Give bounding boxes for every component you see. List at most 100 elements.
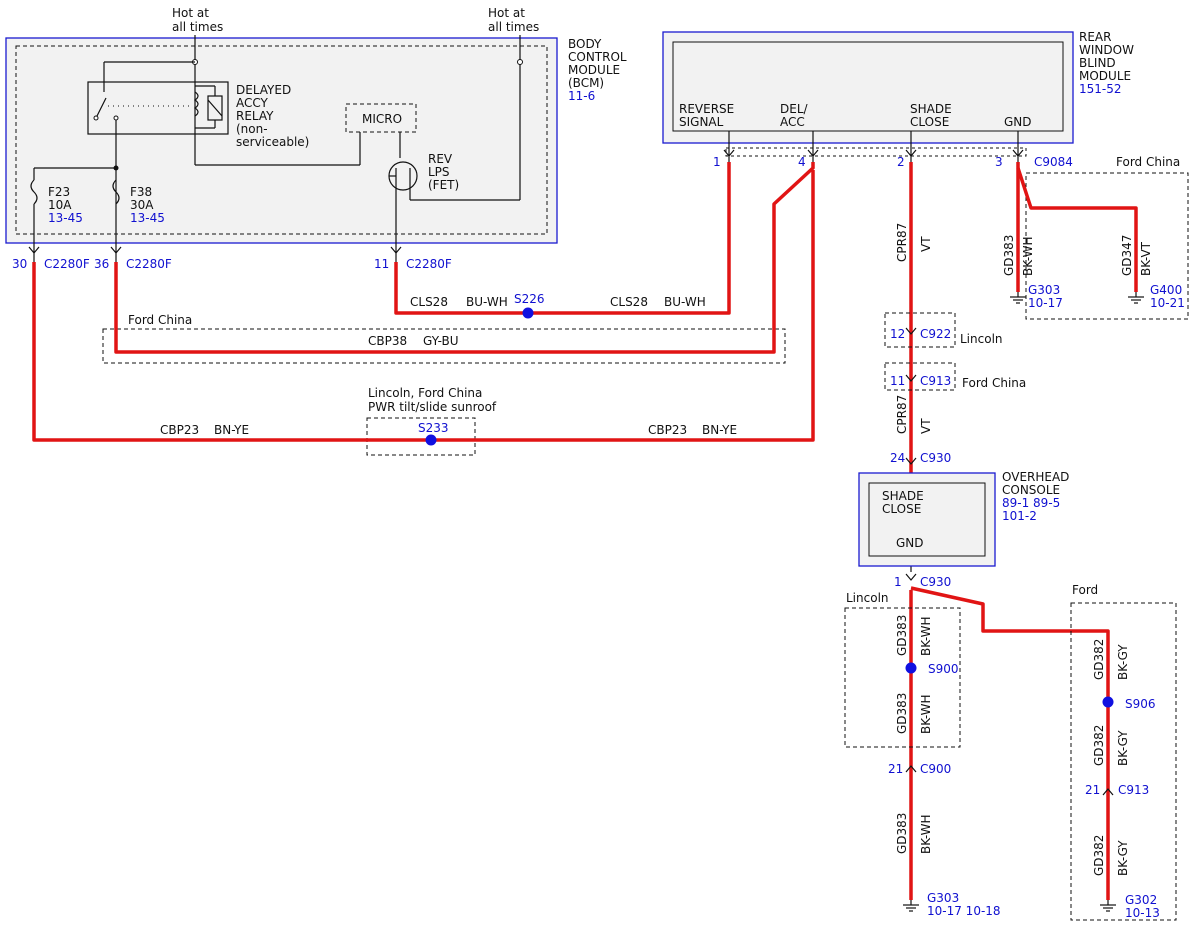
wire-cls28-circuit: CLS28: [610, 295, 648, 309]
rwb-ref: 151-52: [1079, 82, 1122, 96]
relay-label-line: DELAYED: [236, 83, 291, 97]
bcm-ref: 11-6: [568, 89, 595, 103]
wire-cpr87-circuit: CPR87: [895, 223, 909, 262]
ground-g303-bottom-ref: 10-17 10-18: [927, 904, 1001, 918]
rwb-pin-label: GND: [1004, 115, 1032, 129]
ground-symbol-g303-bottom: [903, 900, 919, 912]
rwb-pin-number: 3: [995, 155, 1003, 169]
bcm-pin-36: 36: [94, 257, 109, 271]
rwb-name-line: BLIND: [1079, 56, 1116, 70]
rwb-pin-label: SIGNAL: [679, 115, 724, 129]
c913-pin: 11: [890, 374, 905, 388]
lincoln-lower-option-box: [844, 607, 961, 748]
fuse2-name: F38: [130, 185, 152, 199]
wire-gd383-color: BK-WH: [919, 694, 933, 734]
ground-symbol-g303-top: [1010, 292, 1026, 304]
rwb-pin-label: ACC: [780, 115, 805, 129]
wire-gd383-color: BK-WH: [919, 814, 933, 854]
lps-label-line: REV: [428, 152, 453, 166]
ford-option-label: Ford: [1072, 583, 1098, 597]
fuse2-rating: 30A: [130, 198, 154, 212]
c913-lower-name: C913: [1118, 783, 1149, 797]
rear-window-blind-module: [662, 31, 1074, 162]
wire-gd383-circuit: GD383: [895, 693, 909, 734]
c930-top-mark: [905, 457, 917, 465]
ground-g303-name: G303: [1028, 283, 1060, 297]
wire-gd382-circuit: GD382: [1092, 639, 1106, 680]
supply-all-times-label-1: all times: [172, 20, 223, 34]
sunroof-option-label-1: Lincoln, Ford China: [368, 386, 482, 400]
bcm-name-line: BODY: [568, 37, 602, 51]
relay-label-line: RELAY: [236, 109, 274, 123]
wire-gd382-color: BK-GY: [1116, 644, 1130, 680]
rwb-pin-number: 2: [897, 155, 905, 169]
ground-g302-ref: 10-13: [1125, 906, 1160, 920]
wire-cls28-circuit: CLS28: [410, 295, 448, 309]
c922-pin: 12: [890, 327, 905, 341]
lps-label-line: LPS: [428, 165, 450, 179]
wire-gd383-color: BK-WH: [919, 616, 933, 656]
c913-lower-mark: [1102, 788, 1114, 796]
wire-cbp23-color: BN-YE: [702, 423, 737, 437]
c930-top-name: C930: [920, 451, 951, 465]
wires: [32, 162, 1138, 900]
supply-all-times-label-2: all times: [488, 20, 539, 34]
fuse1-name: F23: [48, 185, 70, 199]
c930-bottom-mark: [905, 573, 917, 581]
bcm-connector-c2280f: C2280F: [406, 257, 452, 271]
overhead-shade-label: SHADE: [882, 489, 924, 503]
overhead-ref: 101-2: [1002, 509, 1037, 523]
c922-name: C922: [920, 327, 951, 341]
wire-gd382-color: BK-GY: [1116, 840, 1130, 876]
wire-gd347-color: BK-VT: [1139, 241, 1153, 276]
bcm-module: Hot at all times Hot at all times BODY C…: [5, 6, 627, 244]
ground-symbol-g400: [1128, 292, 1144, 304]
splice-s900: [905, 662, 917, 674]
c913-name: C913: [920, 374, 951, 388]
rwb-pin-number: 1: [713, 155, 721, 169]
c930-bottom-pin: 1: [894, 575, 902, 589]
ground-g303-bottom-name: G303: [927, 891, 959, 905]
splice-s233-label: S233: [418, 421, 449, 435]
wire-cls28-color: BU-WH: [664, 295, 706, 309]
wire-cbp23-circuit: CBP23: [648, 423, 687, 437]
sunroof-option-label-2: PWR tilt/slide sunroof: [368, 400, 497, 414]
c900-mark: [905, 765, 917, 773]
wire-cpr87-circuit: CPR87: [895, 395, 909, 434]
c913-mark: [905, 374, 917, 382]
relay-label-line: serviceable): [236, 135, 309, 149]
wire-cbp38-color: GY-BU: [423, 334, 459, 348]
wire-gd382-color: BK-GY: [1116, 730, 1130, 766]
lincoln-lower-label: Lincoln: [846, 591, 889, 605]
wire-cbp23-circuit: CBP23: [160, 423, 199, 437]
overhead-console-module: [858, 472, 996, 567]
lincoln-option-box: [884, 312, 956, 348]
wire-cls28-color: BU-WH: [466, 295, 508, 309]
wire-cbp23-color: BN-YE: [214, 423, 249, 437]
c900-pin: 21: [888, 762, 903, 776]
overhead-gnd-label: GND: [896, 536, 924, 550]
bcm-name-line: MODULE: [568, 63, 620, 77]
rwb-name-line: WINDOW: [1079, 43, 1134, 57]
sunroof-option-box: [366, 417, 476, 456]
wire-gd382-circuit: GD382: [1092, 725, 1106, 766]
bcm-name-line: (BCM): [568, 76, 604, 90]
rwb-pin-label: CLOSE: [910, 115, 949, 129]
lps-label-line: (FET): [428, 178, 459, 192]
c922-mark: [905, 327, 917, 335]
bcm-connector-c2280f: C2280F: [126, 257, 172, 271]
ford-china-label-right: Ford China: [1116, 155, 1180, 169]
relay-label-line: (non-: [236, 122, 268, 136]
splice-s226-label: S226: [514, 292, 545, 306]
rwb-pin-label: SHADE: [910, 102, 952, 116]
rwb-name-line: MODULE: [1079, 69, 1131, 83]
c930-bottom-name: C930: [920, 575, 951, 589]
supply-hot-label-1: Hot at: [172, 6, 209, 20]
wire-cbp38-circuit: CBP38: [368, 334, 407, 348]
wire-gd383-circuit: GD383: [895, 813, 909, 854]
supply-hot-label-2: Hot at: [488, 6, 525, 20]
ground-symbol-g302: [1100, 900, 1116, 912]
overhead-name-line: CONSOLE: [1002, 483, 1060, 497]
wire-gd383-color: BK-WH: [1021, 236, 1035, 276]
